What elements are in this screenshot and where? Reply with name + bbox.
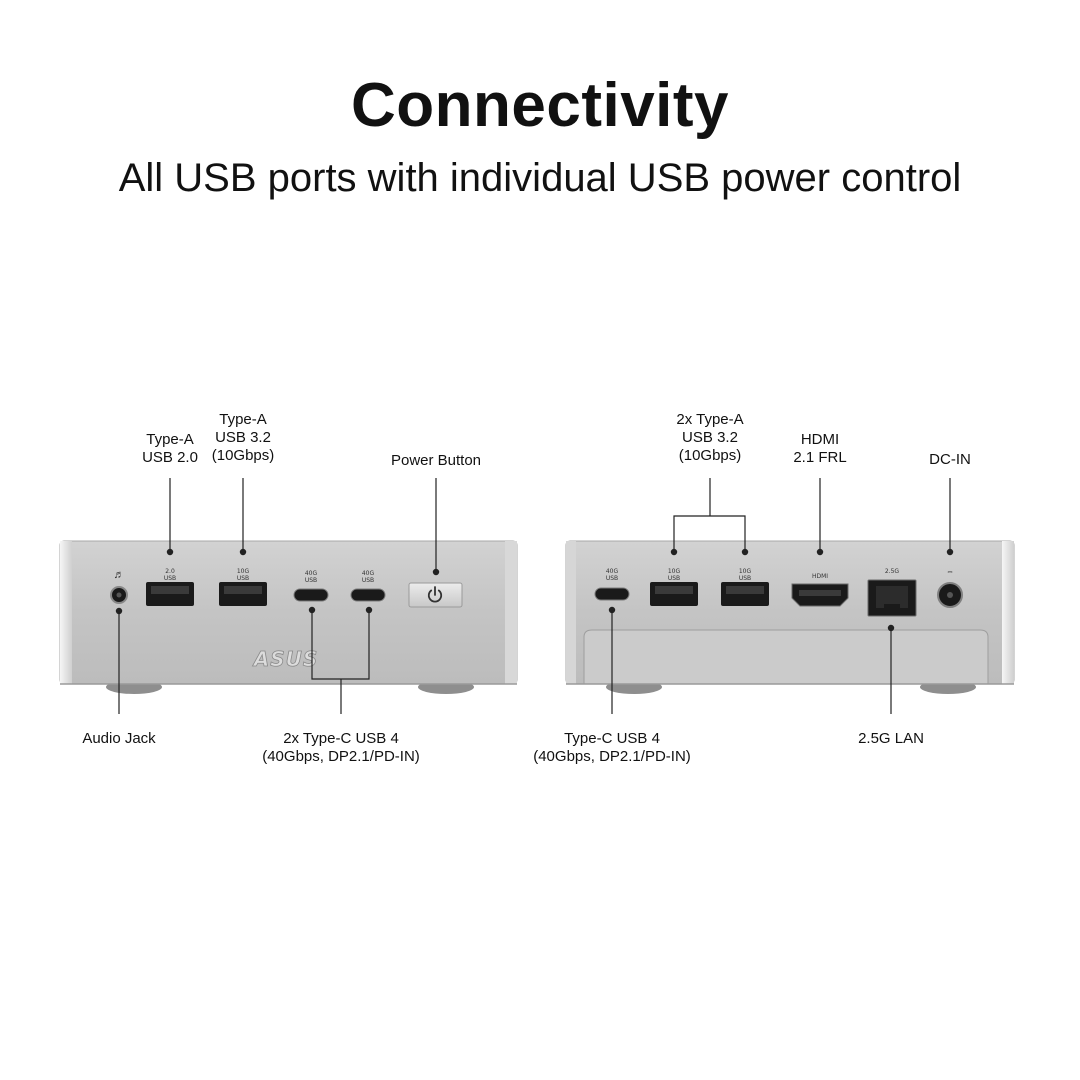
usbc-b-mark: 40G [362,570,375,577]
rear-usb10g-b-mark: 10G [739,568,752,575]
rear-usb10g-a-mark-2: USB [668,575,680,582]
rear-unit: 40G USB 10G USB 10G USB HDMI 2.5G ⎓ [565,478,1015,714]
asus-logo: ASUS [252,647,319,671]
label-power-button: Power Button [390,452,482,469]
usbc-a-mark: 40G [305,570,318,577]
usb10g-mark-2: USB [237,575,249,582]
rear-bottom-cover [583,629,989,685]
label-lan: 2.5G LAN [858,730,924,747]
rear-usb-c-port[interactable] [594,587,630,601]
label-rear-type-a-usb32: 2x Type-A USB 3.2 (10Gbps) [676,411,744,464]
rear-chassis-left-edge [566,541,576,684]
usb10g-mark: 10G [237,568,250,575]
rear-usbc-mark: 40G [606,568,619,575]
rear-usb10g-a-mark: 10G [668,568,681,575]
usbc-a-mark-2: USB [305,577,317,584]
label-hdmi: HDMI 2.1 FRL [793,431,847,466]
front-usb-c-port-2[interactable] [350,588,386,602]
label-rear-type-c-usb4: Type-C USB 4 (40Gbps, DP2.1/PD-IN) [533,730,691,765]
front-unit: ♬ 2.0 USB 10G USB 40G USB 40G USB ASUS [59,478,518,714]
page-title: Connectivity [350,71,730,140]
label-front-type-a-usb32: Type-A USB 3.2 (10Gbps) [211,411,275,464]
usb2-mark: 2.0 [165,568,175,575]
usbc-b-mark-2: USB [362,577,374,584]
rear-usbc-mark-2: USB [606,575,618,582]
front-chassis-left-edge [60,541,72,684]
rear-usb10g-b-mark-2: USB [739,575,751,582]
label-audio-jack: Audio Jack [82,730,156,747]
lan-mark: 2.5G [885,568,900,575]
rear-chassis-right-edge [1002,541,1014,684]
front-usb-c-port-1[interactable] [293,588,329,602]
power-icon [427,586,443,603]
audio-icon: ♬ [114,569,125,581]
dc-in-mark: ⎓ [948,569,953,576]
label-dc-in: DC-IN [929,451,971,468]
rear-callouts [608,478,954,714]
label-front-type-c-usb4: 2x Type-C USB 4 (40Gbps, DP2.1/PD-IN) [262,730,420,765]
label-front-type-a-usb2: Type-A USB 2.0 [142,431,198,466]
page-subtitle: All USB ports with individual USB power … [118,156,962,200]
front-chassis-right-edge [505,541,517,684]
usb2-mark-2: USB [164,575,176,582]
hdmi-mark: HDMI [812,573,828,580]
front-callouts [115,478,440,714]
